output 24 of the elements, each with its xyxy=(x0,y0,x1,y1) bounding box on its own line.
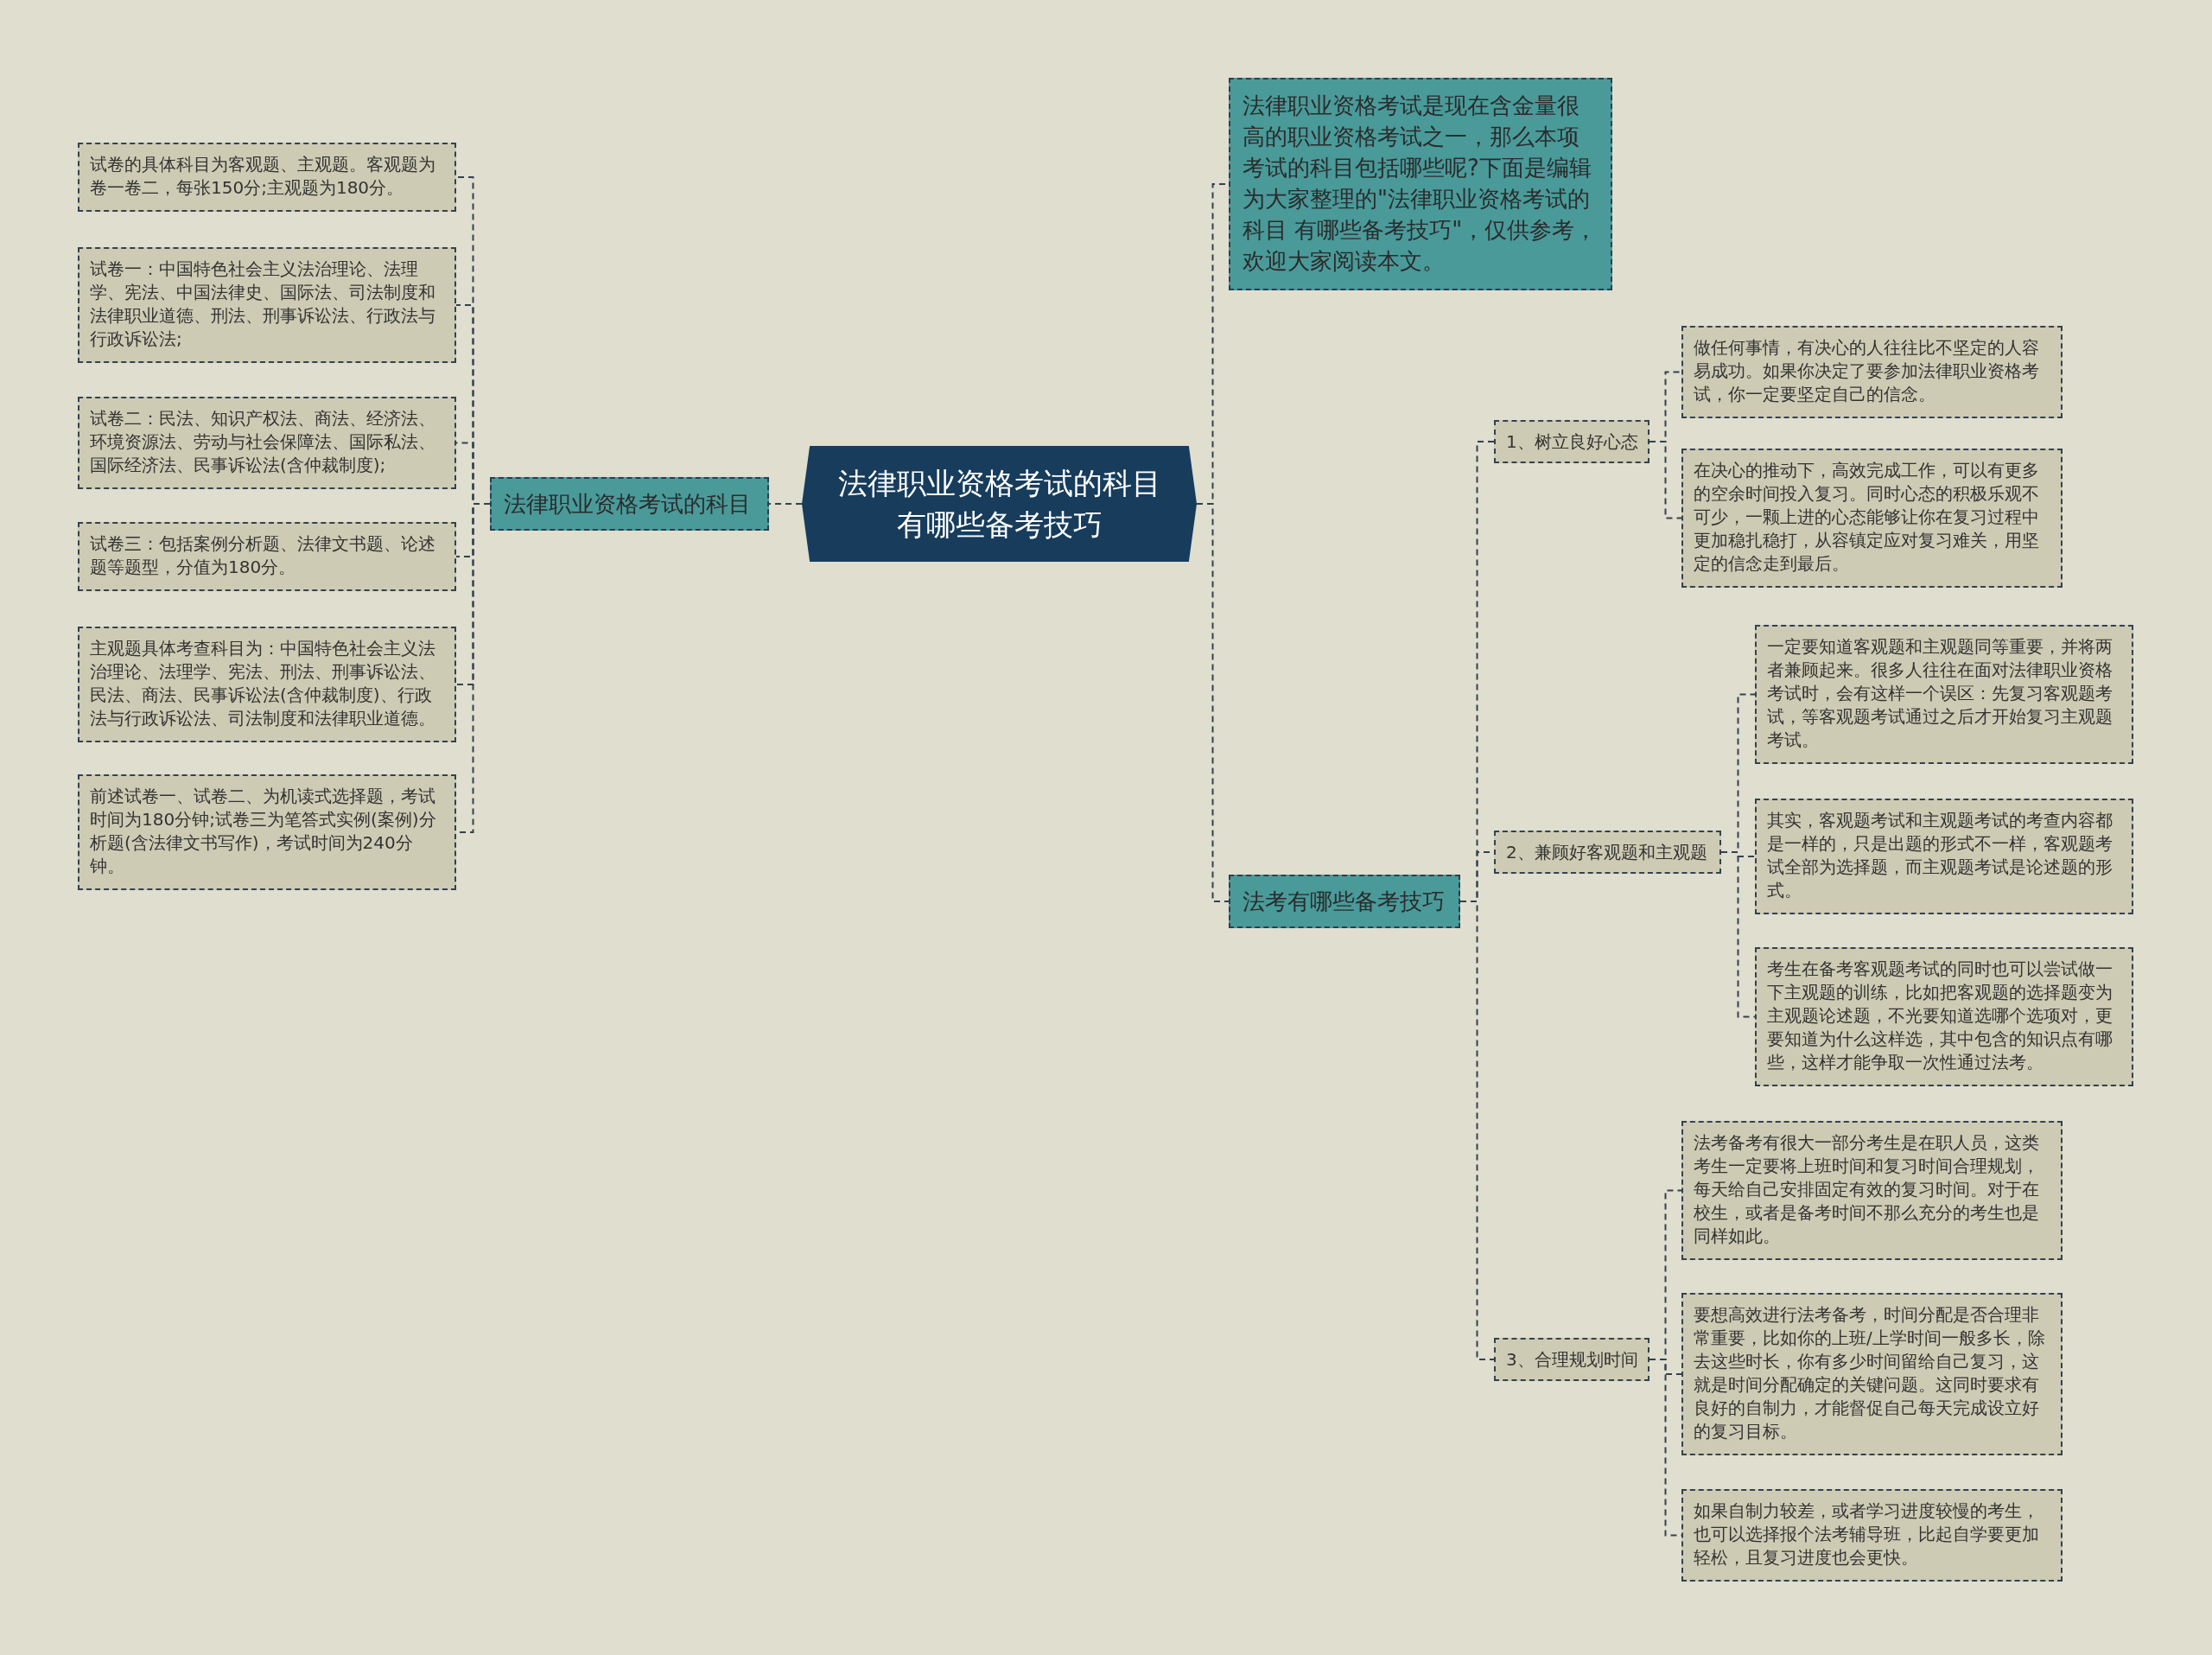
subtopic-box: 3、合理规划时间 xyxy=(1494,1338,1649,1381)
note-box: 要想高效进行法考备考，时间分配是否合理非常重要，比如你的上班/上学时间一般多长，除去这些时长，你有多少时间留给自己复习，这就是时间分配确定的关键问题。这同时要求有良好的自制力，才能督促自己每天完成设立好的复习目标。 xyxy=(1681,1293,2063,1455)
note-box: 试卷的具体科目为客观题、主观题。客观题为卷一卷二，每张150分;主观题为180分。 xyxy=(78,143,456,212)
note-box: 一定要知道客观题和主观题同等重要，并将两者兼顾起来。很多人往往在面对法律职业资格考试时，会有这样一个误区：先复习客观题考试，等客观题考试通过之后才开始复习主观题考试。 xyxy=(1755,625,2133,764)
note-box: 如果自制力较差，或者学习进度较慢的考生，也可以选择报个法考辅导班，比起自学要更加轻松，且复习进度也会更快。 xyxy=(1681,1489,2063,1582)
note-box: 试卷一：中国特色社会主义法治理论、法理学、宪法、中国法律史、国际法、司法制度和法律职业道德、刑法、刑事诉讼法、行政法与行政诉讼法; xyxy=(78,247,456,363)
connector-line xyxy=(1720,851,1756,1018)
intro-text-box: 法律职业资格考试是现在含金量很高的职业资格考试之一，那么本项考试的科目包括哪些呢?下面是编辑为大家整理的"法律职业资格考试的科目 有哪些备考技巧"，仅供参考，欢迎大家阅读本文。 xyxy=(1229,78,1612,290)
topic-box: 法考有哪些备考技巧 xyxy=(1229,875,1460,928)
note-box: 考生在备考客观题考试的同时也可以尝试做一下主观题的训练，比如把客观题的选择题变为主观题论述题，不光要知道选哪个选项对，更要知道为什么这样选，其中包含的知识点有哪些，这样才能争取一次性通过法考。 xyxy=(1755,947,2133,1086)
note-box: 前述试卷一、试卷二、为机读式选择题，考试时间为180分钟;试卷三为笔答式实例(案例)分析题(含法律文书写作)，考试时间为240分钟。 xyxy=(78,774,456,890)
note-box: 试卷三：包括案例分析题、法律文书题、论述题等题型，分值为180分。 xyxy=(78,522,456,591)
central-topic: 法律职业资格考试的科目有哪些备考技巧 xyxy=(802,446,1197,562)
note-box: 在决心的推动下，高效完成工作，可以有更多的空余时间投入复习。同时心态的积极乐观不可少，一颗上进的心态能够让你在复习过程中更加稳扎稳打，从容镇定应对复习难关，用坚定的信念走到最后。 xyxy=(1681,449,2063,588)
subtopic-box: 2、兼顾好客观题和主观题 xyxy=(1494,831,1721,874)
topic-box: 法律职业资格考试的科目 xyxy=(490,477,769,531)
connector-line xyxy=(1649,441,1682,519)
note-box: 主观题具体考查科目为：中国特色社会主义法治理论、法理学、宪法、刑法、刑事诉讼法、民法、商法、民事诉讼法(含仲裁制度)、行政法与行政诉讼法、司法制度和法律职业道德。 xyxy=(78,627,456,742)
connector-line xyxy=(768,503,803,505)
note-box: 试卷二：民法、知识产权法、商法、经济法、环境资源法、劳动与社会保障法、国际私法、国际经济法、民事诉讼法(含仲裁制度); xyxy=(78,397,456,489)
note-box: 法考备考有很大一部分考生是在职人员，这类考生一定要将上班时间和复习时间合理规划，每天给自己安排固定有效的复习时间。对于在校生，或者是备考时间不那么充分的考生也是同样如此。 xyxy=(1681,1121,2063,1260)
note-box: 做任何事情，有决心的人往往比不坚定的人容易成功。如果你决定了要参加法律职业资格考试，你一定要坚定自己的信念。 xyxy=(1681,326,2063,418)
note-box: 其实，客观题考试和主观题考试的考查内容都是一样的，只是出题的形式不一样，客观题考试全部为选择题，而主观题考试是论述题的形式。 xyxy=(1755,799,2133,914)
subtopic-box: 1、树立良好心态 xyxy=(1494,420,1649,463)
